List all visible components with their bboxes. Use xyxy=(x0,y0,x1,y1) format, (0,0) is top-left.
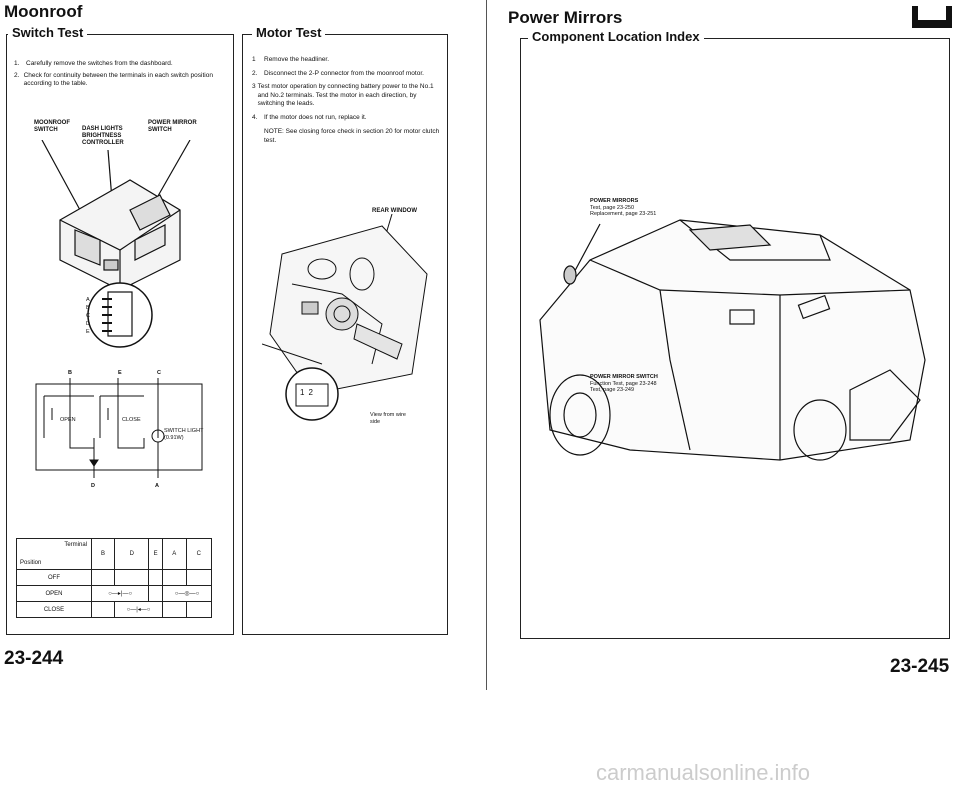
power-mirrors-header: Power Mirrors xyxy=(508,8,623,27)
index-frame xyxy=(520,38,950,639)
table-corner: Terminal Position xyxy=(16,538,92,570)
switch-step-2: 2.Check for continuity between the termi… xyxy=(14,71,213,88)
power-mirror-switch-label: POWER MIRROR SWITCH xyxy=(148,120,197,133)
switch-test-steps: 1.Carefully remove the switches from the… xyxy=(14,60,228,89)
motor-step-2: 2.Disconnect the 2-P connector from the … xyxy=(252,69,424,77)
switch-test-title: Switch Test xyxy=(8,25,88,40)
col-a: A xyxy=(161,538,187,570)
motor-illustration xyxy=(262,214,428,421)
continuity-table: Terminal Position B D E A C OFF OPEN○—▸|… xyxy=(16,538,213,618)
col-d: D xyxy=(114,538,150,570)
switch-schematic xyxy=(35,378,203,478)
col-c: C xyxy=(185,538,213,570)
term-c: C xyxy=(157,370,161,376)
motor-test-frame xyxy=(242,34,448,635)
section-tab-marker xyxy=(912,6,952,28)
pin-labels: A B C D E xyxy=(86,297,90,335)
view-from-label: View from wire side xyxy=(370,412,406,425)
term-d: D xyxy=(91,483,95,489)
car-illustration xyxy=(539,219,926,461)
open-label: OPEN xyxy=(60,417,76,423)
page-divider xyxy=(486,0,487,690)
col-b: B xyxy=(90,538,116,570)
mirror-switch-callout: POWER MIRROR SWITCH Function Test, page … xyxy=(590,374,658,393)
component-index-title: Component Location Index xyxy=(528,29,704,44)
table-row: OPEN○—▸|—○○—◎—○ xyxy=(16,585,213,602)
switch-illustration xyxy=(41,140,191,348)
switch-step-1: 1.Carefully remove the switches from the… xyxy=(14,60,173,67)
motor-step-4: 4.If the motor does not run, replace it. xyxy=(252,113,367,121)
index-frame-top xyxy=(520,38,950,39)
watermark: carmanualsonline.info xyxy=(596,760,811,785)
dash-lights-label: DASH LIGHTS BRIGHTNESS CONTROLLER xyxy=(82,126,124,146)
table-row: OFF xyxy=(16,569,213,586)
moonroof-switch-label: MOONROOF SWITCH xyxy=(34,120,70,133)
table-header-row: Terminal Position B D E A C xyxy=(16,538,213,570)
col-e: E xyxy=(148,538,163,570)
motor-test-frame-top xyxy=(242,34,448,35)
switch-light-label: SWITCH LIGHT (0.91W) xyxy=(164,428,204,441)
motor-note: NOTE: See closing force check in section… xyxy=(264,128,440,144)
page-number-left: 23-244 xyxy=(4,648,64,669)
switch-test-frame-top xyxy=(6,34,234,35)
table-row: CLOSE○—|◂—○ xyxy=(16,601,213,618)
power-mirrors-callout: POWER MIRRORS Test, page 23-250 Replacem… xyxy=(590,198,657,217)
close-label: CLOSE xyxy=(122,417,141,423)
moonroof-header: Moonroof xyxy=(4,2,83,21)
term-a: A xyxy=(155,483,159,489)
rear-window-label: REAR WINDOW xyxy=(372,208,417,214)
term-b: B xyxy=(68,370,72,376)
page-number-right: 23-245 xyxy=(890,656,950,677)
motor-test-title: Motor Test xyxy=(252,25,326,40)
switch-test-frame xyxy=(6,34,234,635)
term-e: E xyxy=(118,370,122,376)
